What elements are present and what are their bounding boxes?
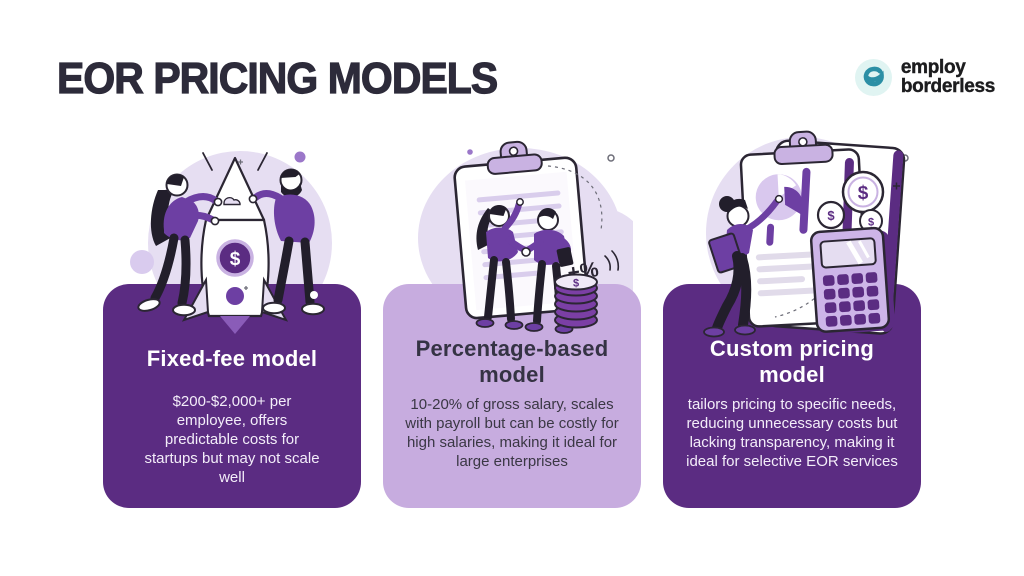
bar-chart-icon: [799, 167, 811, 234]
brand-name: employ borderless: [900, 57, 996, 97]
woman-figure: [703, 194, 784, 338]
team-launching-dollar-rocket-illustration: $: [137, 152, 325, 334]
man-figure: [248, 168, 325, 316]
rocket-flame-icon: [220, 316, 250, 334]
woman-figure: [475, 198, 531, 330]
stack-dollar-symbol: $: [573, 278, 579, 290]
coin-dollar-2: $: [827, 208, 835, 223]
coin-dollar-1: $: [858, 183, 869, 204]
handshake-hands: [521, 247, 531, 257]
woman-figure: [137, 173, 223, 317]
page-title: EOR PRICING MODELS: [56, 53, 498, 103]
calculator-icon: [809, 226, 895, 335]
sparkle-dot: [310, 291, 318, 299]
brand-name-line2: borderless: [900, 75, 996, 97]
card-title: Custom pricing model: [709, 336, 875, 387]
sparkle-icon: [238, 159, 248, 290]
card-percentage-based-model: Percentage-based model 10-20% of gross s…: [383, 284, 641, 508]
card-title: Percentage-based model: [415, 336, 609, 387]
handshake-contract-coins-illustration: +% $: [453, 140, 620, 334]
rocket-dollar-symbol: $: [230, 249, 241, 270]
card-body: tailors pricing to specific needs, reduc…: [686, 396, 898, 471]
coin-dollar-3: $: [868, 217, 874, 229]
card-body: $200-$2,000+ per employee, offers predic…: [144, 392, 320, 486]
cloud-icon: [223, 196, 241, 206]
dollar-badge-icon: [216, 239, 254, 277]
dollar-coins-icon: $ $ $: [816, 170, 885, 233]
calculator-buttons: [822, 272, 881, 327]
brand-name-line1: employ: [900, 57, 966, 78]
e-swirl-icon: [854, 59, 892, 97]
analyst-report-calculator-illustration: $ $ $: [703, 130, 906, 338]
rocket-nose-icon: [204, 156, 266, 222]
coin-stack-icon: $: [554, 273, 598, 329]
card-title: Fixed-fee model: [146, 346, 318, 371]
sparkle-icon: [893, 182, 900, 190]
card-body: 10-20% of gross salary, scales with payr…: [405, 396, 619, 471]
brand-logo: employ borderless: [854, 57, 996, 97]
